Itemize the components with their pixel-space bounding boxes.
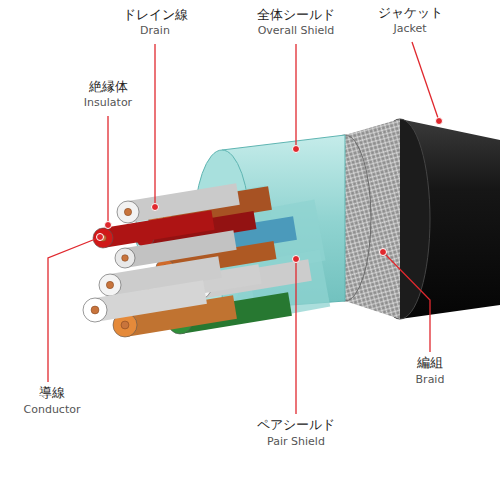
leader-dot — [436, 118, 443, 125]
part-name-ja: ペアシールド — [257, 418, 335, 433]
wire-conductor — [124, 208, 131, 215]
wire-body — [95, 292, 205, 310]
part-name-en: Overall Shield — [258, 25, 335, 38]
wire-body — [125, 240, 235, 258]
leader-line — [107, 116, 108, 222]
leader-dot — [97, 234, 104, 241]
part-name-en: Conductor — [24, 404, 81, 417]
wire-insulation — [83, 298, 107, 322]
leader-line — [295, 262, 296, 414]
wire-body — [110, 267, 220, 285]
wire-body — [128, 194, 238, 212]
leader-line — [295, 44, 296, 146]
part-name-en: Braid — [416, 374, 445, 387]
leader-line — [48, 238, 98, 382]
part-name-en: Drain — [140, 25, 170, 38]
part-name-ja: ドレイン線 — [123, 8, 188, 23]
leader-dot — [380, 249, 387, 256]
leader-dot — [105, 222, 112, 229]
part-name-en: Jacket — [393, 23, 426, 36]
wire-insulation — [117, 201, 139, 223]
leader-dot — [152, 204, 159, 211]
wire — [83, 292, 205, 322]
wire-conductor — [91, 306, 99, 314]
wire — [93, 220, 213, 248]
part-name-ja: ジャケット — [378, 6, 443, 21]
wire-conductor — [121, 321, 129, 329]
wire-conductor — [106, 281, 113, 288]
wire-body — [103, 220, 213, 238]
leader-line — [385, 254, 430, 352]
wire-group — [83, 194, 325, 337]
part-name-en: Insulator — [84, 97, 132, 110]
wire-insulation — [99, 274, 121, 296]
part-name-ja: 絶縁体 — [89, 80, 128, 95]
part-name-ja: 導線 — [39, 386, 65, 401]
leader-line — [412, 42, 438, 118]
leader-line — [154, 44, 155, 204]
wire-insulation — [115, 248, 135, 268]
leader-dot — [293, 256, 300, 263]
leader-dot — [293, 146, 300, 153]
part-name-ja: 全体シールド — [257, 8, 335, 23]
part-name-ja: 編組 — [417, 356, 443, 371]
part-name-en: Pair Shield — [267, 436, 325, 449]
wire-conductor — [122, 255, 129, 262]
wire-insulation — [93, 228, 113, 248]
